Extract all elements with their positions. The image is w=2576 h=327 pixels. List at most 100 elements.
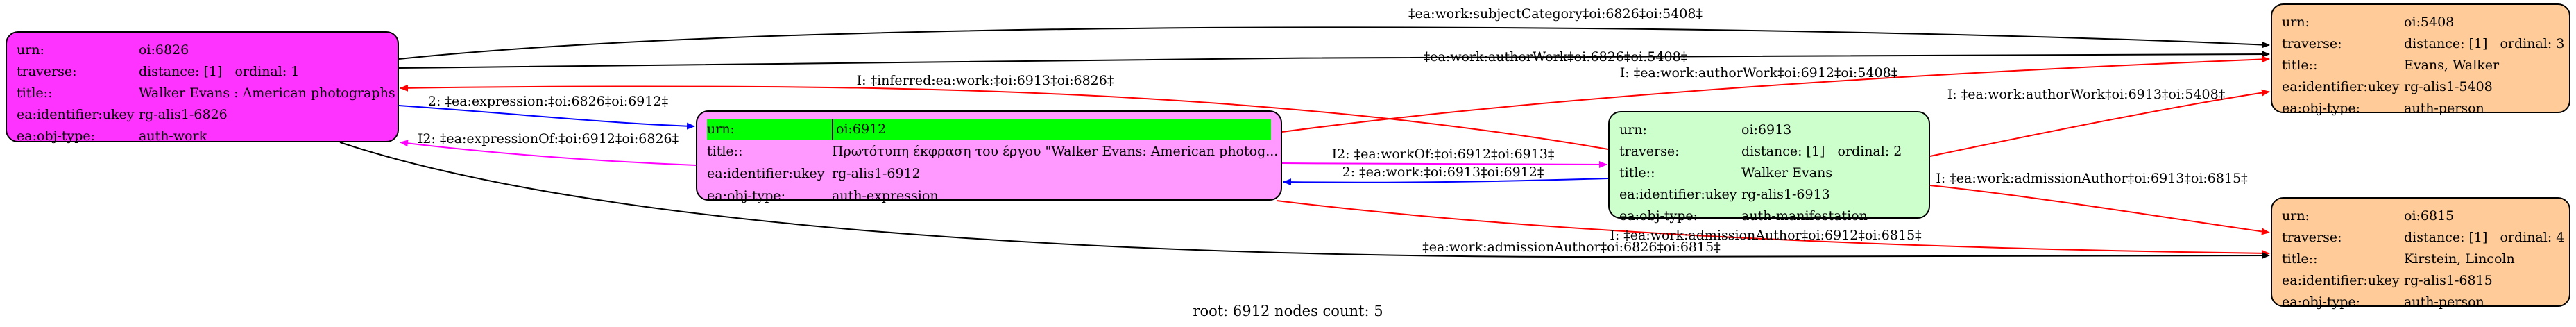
distance-value: distance: [1] — [1741, 144, 1825, 159]
edge-label: ‡ea:work:subjectCategory‡oi:6826‡oi:5408… — [1408, 6, 1703, 22]
type-row: ea:obj-type: auth-work — [17, 126, 388, 147]
type-key: ea:obj-type: — [707, 188, 786, 203]
ukey-row: ea:identifier:ukey rg-alis1-6815 — [2282, 270, 2559, 292]
edge-6826-admissionauthor-6815: ‡ea:work:admissionAuthor‡oi:6826‡oi:6815… — [339, 142, 2270, 260]
edge-6912-expressionof-6826: I2: ‡ea:expressionOf:‡oi:6912‡oi:6826‡ — [400, 131, 697, 166]
type-key: ea:obj-type: — [2282, 101, 2361, 116]
ukey-key: ea:identifier:ukey — [17, 107, 135, 122]
ukey-value: rg-alis1-6826 — [139, 107, 228, 122]
edge-6826-subjectcategory-5408: ‡ea:work:subjectCategory‡oi:6826‡oi:5408… — [398, 6, 2270, 60]
ukey-value: rg-alis1-6913 — [1741, 187, 1830, 202]
urn-row: urn: oi:6913 — [1619, 119, 1919, 141]
type-row: ea:obj-type: auth-person — [2282, 98, 2559, 119]
edge-6912-authorwork-5408: I: ‡ea:work:authorWork‡oi:6912‡oi:5408‡ — [1281, 56, 2270, 133]
traverse-row: traverse: distance: [1] ordinal: 2 — [1619, 141, 1919, 162]
ukey-value: rg-alis1-6815 — [2404, 273, 2493, 288]
ukey-row: ea:identifier:ukey rg-alis1-6826 — [17, 104, 388, 126]
type-key: ea:obj-type: — [2282, 294, 2361, 310]
title-value: Kirstein, Lincoln — [2404, 251, 2515, 267]
edge-6913-authorwork-5408: I: ‡ea:work:authorWork‡oi:6913‡oi:5408‡ — [1929, 87, 2270, 157]
ordinal-value: ordinal: 2 — [1837, 144, 1902, 159]
title-value: Evans, Walker — [2404, 58, 2500, 73]
edge-6826-authorwork-5408: ‡ea:work:authorWork‡oi:6826‡oi:5408‡ — [398, 49, 2270, 69]
title-key: title:: — [17, 85, 53, 101]
edge-label: I2: ‡ea:workOf:‡oi:6912‡oi:6913‡ — [1332, 146, 1555, 162]
urn-row: urn: oi:6815 — [2282, 206, 2559, 227]
node-oi-6913[interactable]: urn: oi:6913 traverse: distance: [1] ord… — [1608, 111, 1930, 224]
distance-value: distance: [1] — [139, 64, 223, 79]
ukey-row: ea:identifier:ukey rg-alis1-6912 — [707, 163, 1271, 185]
traverse-row: traverse: distance: [1] ordinal: 3 — [2282, 33, 2564, 55]
traverse-key: traverse: — [2282, 36, 2342, 51]
title-key: title:: — [2282, 58, 2318, 73]
graph-footer: root: 6912 nodes count: 5 — [1193, 303, 1383, 319]
title-key: title:: — [1619, 165, 1655, 181]
title-row: title:: Πρωτότυπη έκφραση του έργου "Wal… — [707, 141, 1278, 163]
title-value: Πρωτότυπη έκφραση του έργου "Walker Evan… — [832, 144, 1279, 159]
edge-label: ‡ea:work:admissionAuthor‡oi:6826‡oi:6815… — [1422, 240, 1720, 255]
urn-value: oi:6913 — [1741, 122, 1792, 137]
urn-key: urn: — [17, 42, 44, 58]
urn-key: urn: — [2282, 15, 2310, 30]
title-value: Walker Evans : American photographs — [139, 85, 395, 101]
edge-6913-admissionauthor-6815: I: ‡ea:work:admissionAuthor‡oi:6913‡oi:6… — [1929, 171, 2270, 235]
traverse-row: traverse: distance: [1] ordinal: 4 — [2282, 227, 2564, 249]
ukey-row: ea:identifier:ukey rg-alis1-5408 — [2282, 76, 2559, 98]
distance-value: distance: [1] — [2404, 36, 2488, 51]
edge-6826-expression-6912: 2: ‡ea:expression:‡oi:6826‡oi:6912‡ — [398, 94, 695, 130]
ordinal-value: ordinal: 3 — [2500, 36, 2565, 51]
traverse-key: traverse: — [2282, 230, 2342, 245]
node-oi-6815[interactable]: urn: oi:6815 traverse: distance: [1] ord… — [2271, 197, 2570, 310]
ukey-value: rg-alis1-6912 — [832, 166, 921, 181]
urn-row: urn: oi:5408 — [2282, 12, 2559, 33]
title-value: Walker Evans — [1741, 165, 1833, 181]
title-row: title:: Walker Evans : American photogra… — [17, 83, 395, 104]
ordinal-value: ordinal: 1 — [234, 64, 300, 79]
node-oi-6912[interactable]: urn: oi:6912 title:: Πρωτότυπη έκφραση τ… — [696, 110, 1282, 203]
ordinal-value: ordinal: 4 — [2500, 230, 2565, 245]
type-value: auth-expression — [832, 188, 939, 203]
ukey-value: rg-alis1-5408 — [2404, 79, 2493, 94]
urn-key: urn: — [1619, 122, 1647, 137]
type-key: ea:obj-type: — [1619, 208, 1698, 224]
traverse-key: traverse: — [17, 64, 77, 79]
ukey-key: ea:identifier:ukey — [1619, 187, 1737, 202]
traverse-row: traverse: distance: [1] ordinal: 1 — [17, 61, 388, 83]
type-key: ea:obj-type: — [17, 128, 96, 144]
title-row: title:: Kirstein, Lincoln — [2282, 249, 2559, 270]
node-oi-6826[interactable]: urn: oi:6826 traverse: distance: [1] ord… — [6, 31, 399, 144]
urn-key: urn: — [707, 119, 832, 140]
urn-value: oi:6826 — [139, 42, 189, 58]
edge-6912-admissionauthor-6815: I: ‡ea:work:admissionAuthor‡oi:6912‡oi:6… — [1276, 200, 2270, 257]
edge-label: I: ‡ea:work:admissionAuthor‡oi:6913‡oi:6… — [1936, 171, 2247, 186]
edge-6913-work-6912: 2: ‡ea:work:‡oi:6913‡oi:6912‡ — [1283, 165, 1609, 186]
title-key: title:: — [707, 144, 743, 159]
title-row: title:: Walker Evans — [1619, 162, 1919, 184]
urn-value: oi:6912 — [832, 119, 1271, 140]
urn-row: urn: oi:6912 — [707, 119, 1271, 141]
ukey-key: ea:identifier:ukey — [707, 166, 825, 181]
type-value: auth-person — [2404, 294, 2484, 310]
urn-row: urn: oi:6826 — [17, 40, 388, 61]
type-value: auth-work — [139, 128, 207, 144]
urn-value: oi:6815 — [2404, 208, 2455, 224]
edge-label: I: ‡ea:work:admissionAuthor‡oi:6912‡oi:6… — [1610, 228, 1921, 243]
type-row: ea:obj-type: auth-manifestation — [1619, 206, 1919, 227]
ukey-key: ea:identifier:ukey — [2282, 79, 2400, 94]
edge-label: I2: ‡ea:expressionOf:‡oi:6912‡oi:6826‡ — [418, 131, 679, 146]
edge-label: I: ‡ea:work:authorWork‡oi:6912‡oi:5408‡ — [1620, 65, 1897, 81]
edge-label: I: ‡ea:work:authorWork‡oi:6913‡oi:5408‡ — [1947, 87, 2225, 102]
edge-label: 2: ‡ea:expression:‡oi:6826‡oi:6912‡ — [428, 94, 668, 109]
urn-value: oi:5408 — [2404, 15, 2455, 30]
type-value: auth-manifestation — [1741, 208, 1868, 224]
type-row: ea:obj-type: auth-expression — [707, 185, 1271, 208]
edge-label: ‡ea:work:authorWork‡oi:6826‡oi:5408‡ — [1424, 49, 1687, 65]
ukey-key: ea:identifier:ukey — [2282, 273, 2400, 288]
traverse-key: traverse: — [1619, 144, 1680, 159]
node-oi-5408[interactable]: urn: oi:5408 traverse: distance: [1] ord… — [2271, 3, 2570, 116]
edge-6912-workof-6913: I2: ‡ea:workOf:‡oi:6912‡oi:6913‡ — [1281, 146, 1607, 168]
edge-label: I: ‡inferred:ea:work:‡oi:6913‡oi:6826‡ — [857, 73, 1114, 88]
urn-key: urn: — [2282, 208, 2310, 224]
ukey-row: ea:identifier:ukey rg-alis1-6913 — [1619, 184, 1919, 206]
